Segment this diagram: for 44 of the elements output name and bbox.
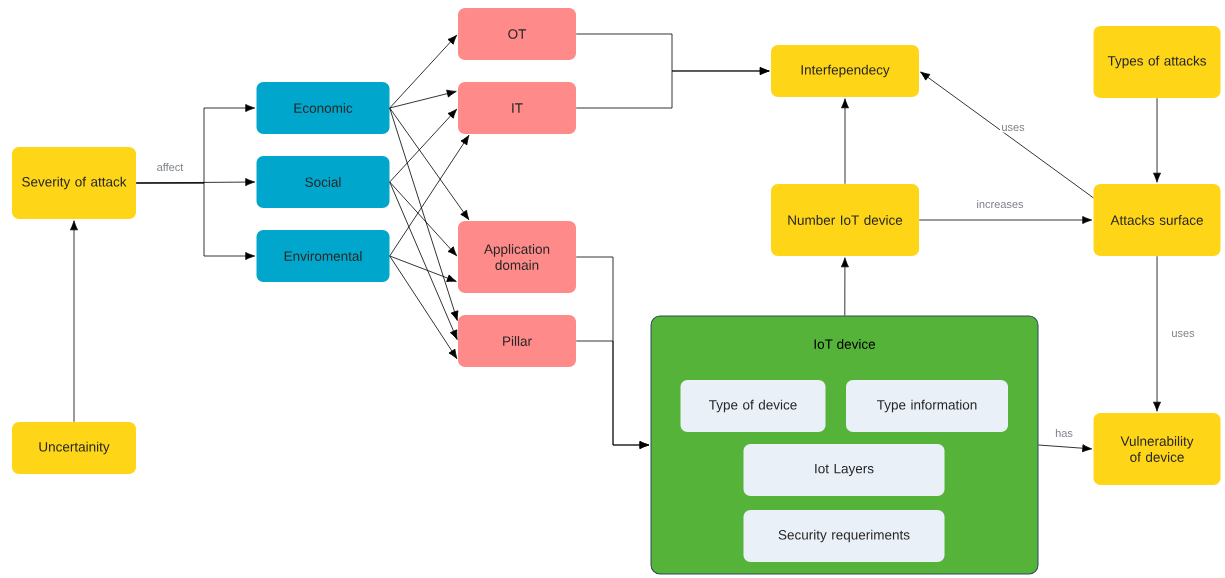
concept-box: Severity of attack (12, 147, 136, 219)
edge-label: uses (999, 123, 1027, 133)
arrow (135, 182, 256, 260)
edge-label: uses (1169, 329, 1197, 339)
arrow (70, 220, 78, 423)
arrow (389, 107, 470, 221)
arrow (840, 257, 849, 316)
arrow (1038, 444, 1093, 453)
category-box: Economic (256, 82, 390, 134)
arrow (389, 255, 458, 360)
arrow (389, 181, 458, 340)
concept-box: Uncertainity (12, 422, 136, 474)
arrow (1153, 97, 1161, 183)
edge-label: affect (155, 161, 185, 173)
arrow (575, 67, 770, 109)
concept-box: Vulnerability of device (1093, 413, 1221, 485)
arrow (389, 34, 458, 109)
component-box: Security requeriments (743, 510, 945, 562)
domain-box: IT (458, 82, 576, 134)
arrow (389, 134, 470, 257)
arrow (389, 107, 459, 321)
domain-box: OT (458, 8, 576, 60)
component-box: Type information (846, 380, 1008, 432)
arrow (575, 340, 650, 449)
concept-box: Number IoT device (771, 184, 919, 256)
arrow (389, 255, 457, 282)
edge-label: has (1053, 427, 1075, 439)
component-box: Type of device (680, 380, 826, 432)
arrow (920, 71, 1094, 199)
concept-box: Types of attacks (1093, 26, 1221, 98)
arrow (389, 89, 457, 109)
concept-box: Interfependecy (771, 45, 919, 97)
arrow (389, 181, 458, 257)
arrow (389, 108, 458, 183)
arrow (841, 98, 849, 185)
component-box: Iot Layers (743, 444, 945, 496)
domain-box: Application domain (458, 221, 576, 293)
edge-label: increases (975, 198, 1026, 210)
arrow (918, 216, 1093, 224)
arrow (1153, 255, 1161, 412)
concept-box: Attacks surface (1093, 184, 1221, 256)
category-box: Social (256, 156, 390, 208)
category-box: Enviromental (256, 230, 390, 282)
domain-box: Pillar (458, 315, 576, 367)
